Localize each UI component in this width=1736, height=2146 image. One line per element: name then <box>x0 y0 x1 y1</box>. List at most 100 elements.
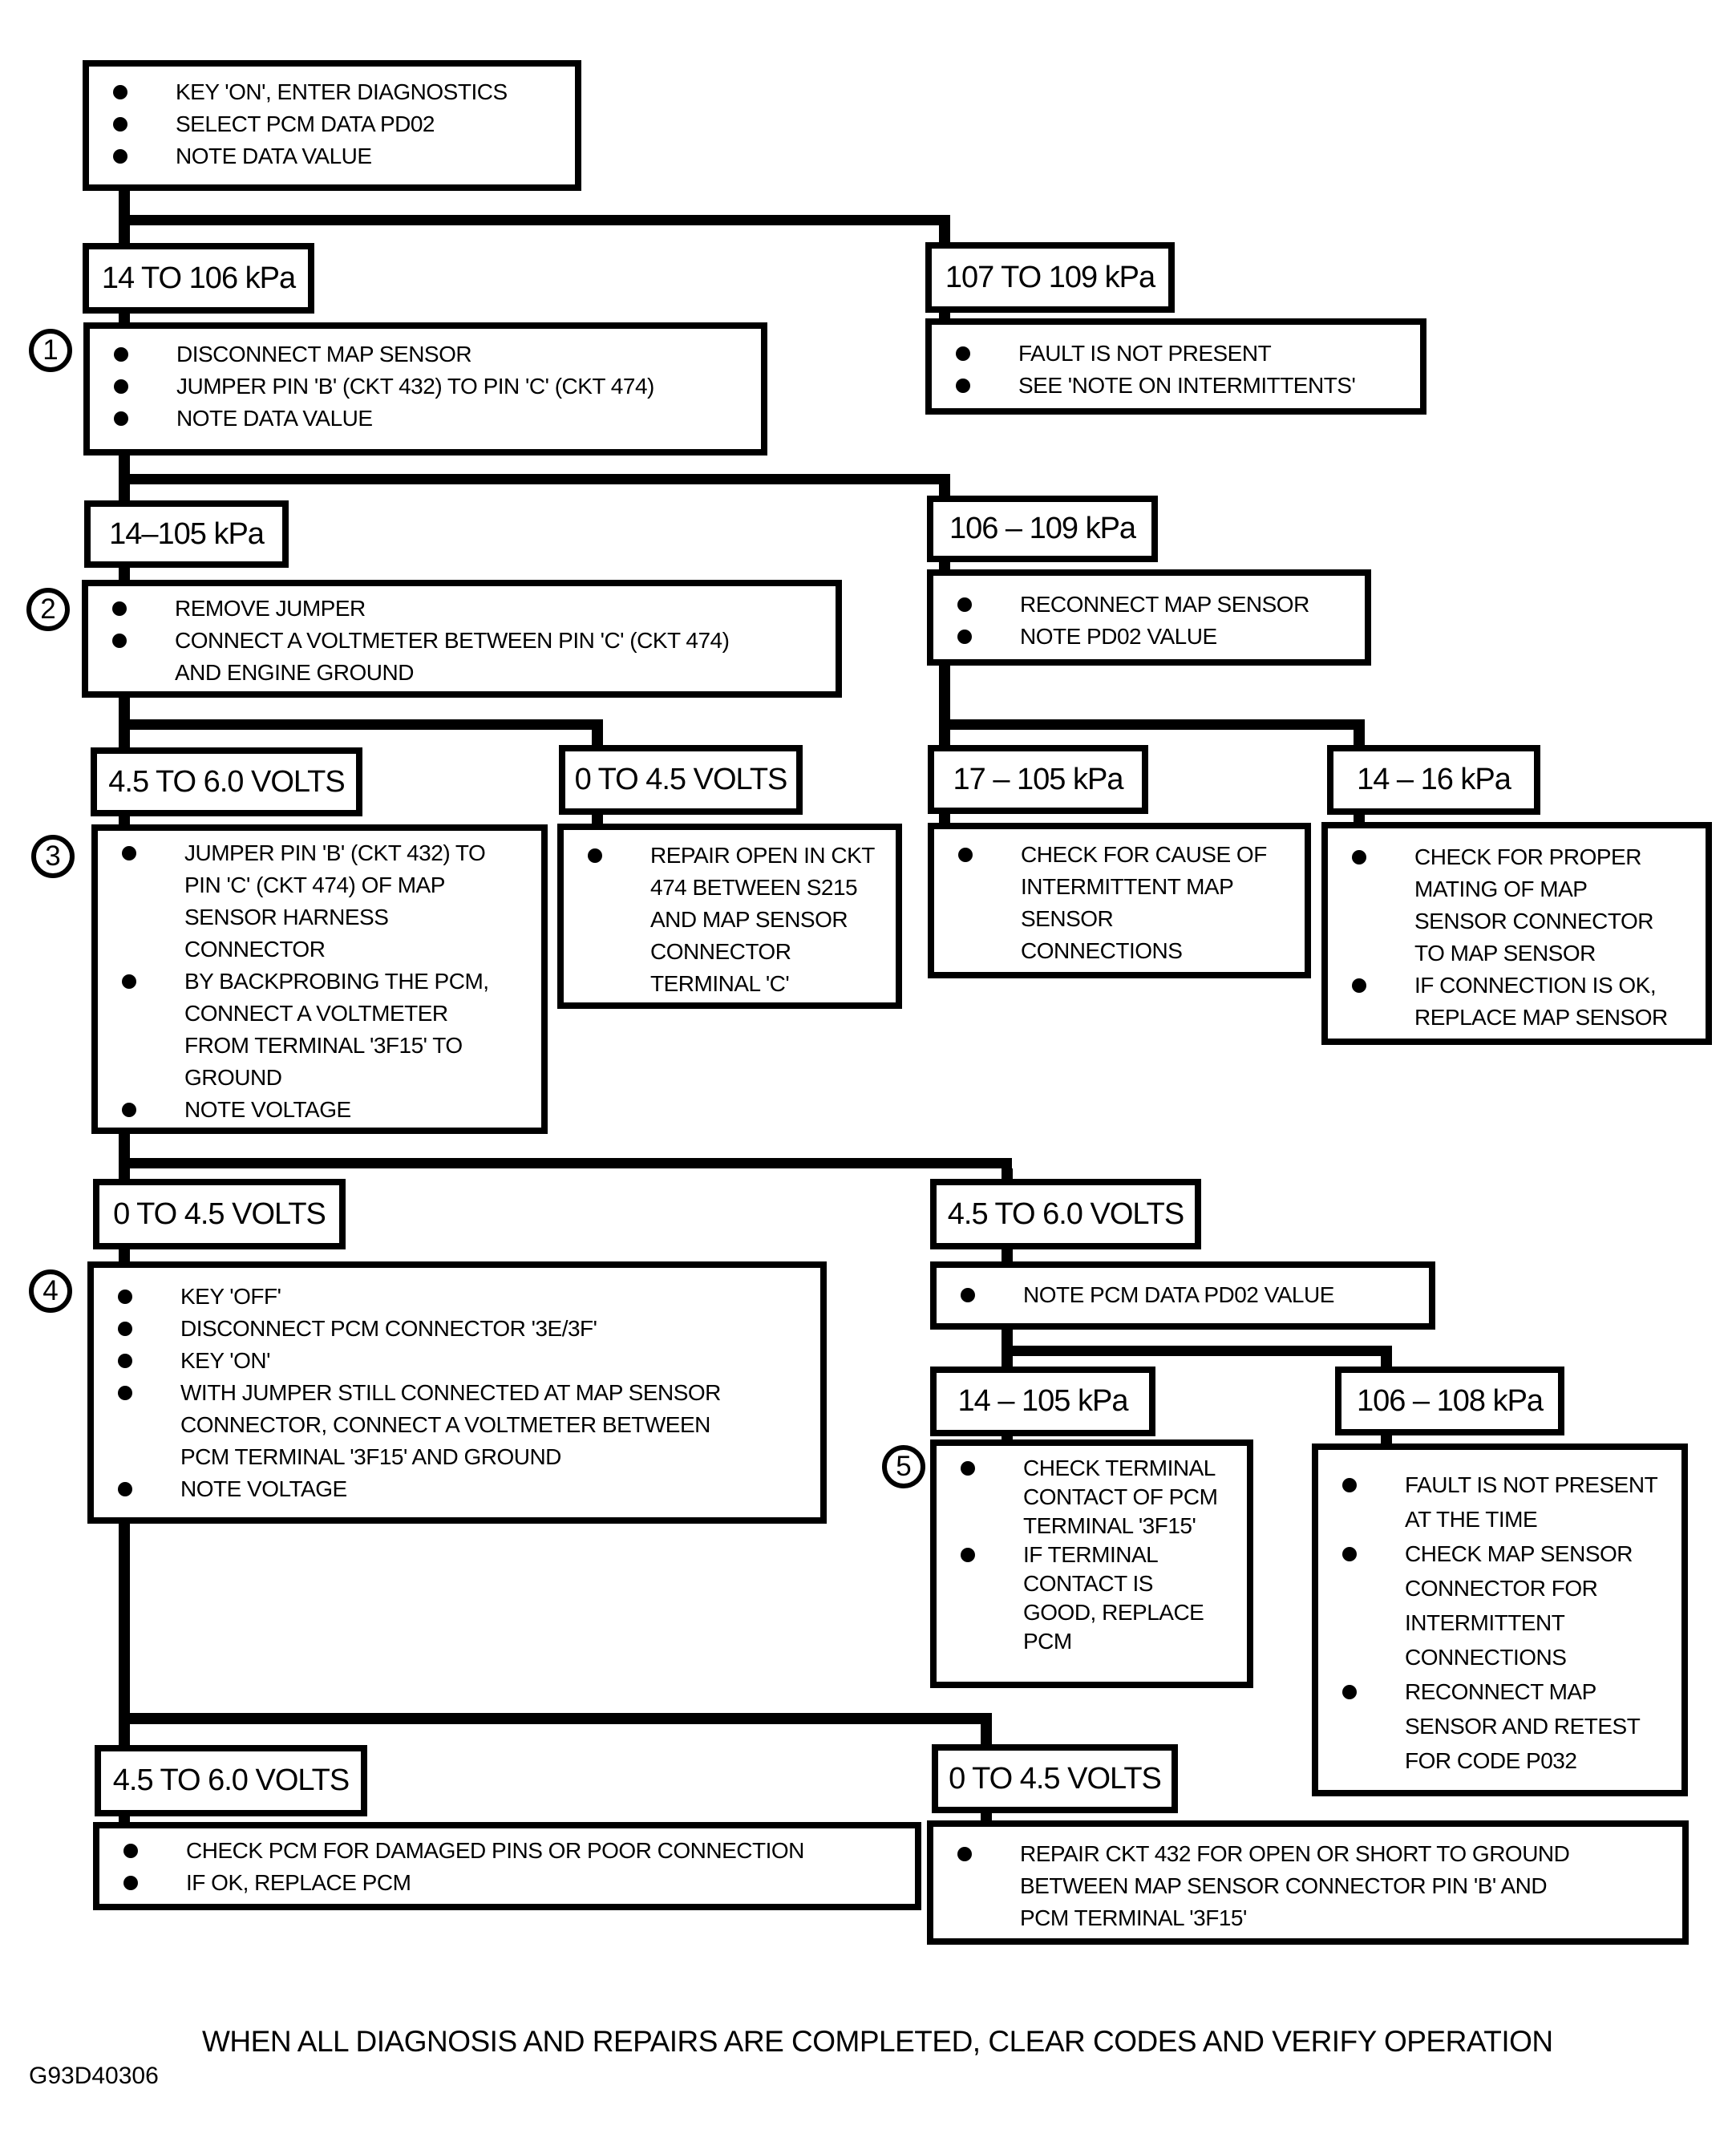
step-number-badge: 4 <box>29 1269 72 1313</box>
range-label-text: 0 TO 4.5 VOLTS <box>949 1761 1162 1796</box>
list-item: IF OK, REPLACE PCM <box>117 1867 907 1899</box>
figure-code: G93D40306 <box>29 2063 159 2089</box>
volts-label-0-45: 0 TO 4.5 VOLTS <box>559 745 803 815</box>
bullet-dot <box>107 403 176 426</box>
bullet-text: BY BACKPROBING THE PCM, CONNECT A VOLTME… <box>184 969 489 1090</box>
connector-line <box>119 191 130 218</box>
bullet-dot <box>951 621 1020 644</box>
bullet-text: CHECK FOR CAUSE OF INTERMITTENT MAP SENS… <box>1021 842 1267 963</box>
bullet-text: NOTE DATA VALUE <box>176 144 372 168</box>
list-item: RECONNECT MAP SENSOR AND RETEST FOR CODE… <box>1336 1674 1673 1778</box>
repair-open-ckt474-box: REPAIR OPEN IN CKT 474 BETWEEN S215 AND … <box>557 824 902 1009</box>
list-item: NOTE PD02 VALUE <box>951 621 1357 653</box>
step-number-badge: 5 <box>882 1445 925 1488</box>
step-number: 5 <box>896 1451 912 1482</box>
range-label-14-to-106: 14 TO 106 kPa <box>83 243 314 314</box>
step-number: 4 <box>42 1275 59 1306</box>
list-item: CONNECT A VOLTMETER BETWEEN PIN 'C' (CKT… <box>106 625 828 689</box>
bullet-text: REMOVE JUMPER <box>175 596 366 621</box>
list-item: IF TERMINAL CONTACT IS GOOD, REPLACE PCM <box>954 1541 1239 1656</box>
bullet-dot <box>1336 1468 1405 1492</box>
step-number: 2 <box>40 593 56 625</box>
bullet-dot <box>115 1094 184 1117</box>
bullet-text: NOTE DATA VALUE <box>176 406 373 431</box>
list-item: REPAIR OPEN IN CKT 474 BETWEEN S215 AND … <box>581 840 888 1000</box>
connector-line <box>1002 1168 1013 1180</box>
connector-line <box>1002 1346 1392 1356</box>
bullet-text: FAULT IS NOT PRESENT <box>1018 341 1272 366</box>
bullet-dot <box>952 839 1021 862</box>
bullet-text: NOTE PD02 VALUE <box>1020 624 1217 649</box>
connector-line <box>939 719 1365 730</box>
list-item: IF CONNECTION IS OK, REPLACE MAP SENSOR <box>1346 970 1698 1034</box>
bullet-dot <box>111 1281 180 1304</box>
connector-line <box>1002 1330 1013 1347</box>
range-label-text: 14 TO 106 kPa <box>101 261 296 295</box>
step-number-badge: 3 <box>31 835 75 878</box>
range-label-text: 14 – 16 kPa <box>1357 763 1511 796</box>
range-label-17-105: 17 – 105 kPa <box>928 745 1148 814</box>
bullet-text: IF OK, REPLACE PCM <box>186 1870 411 1895</box>
fault-not-present-at-time-box: FAULT IS NOT PRESENT AT THE TIME CHECK M… <box>1312 1443 1688 1796</box>
bullet-dot <box>117 1835 186 1858</box>
connector-line <box>981 1724 992 1746</box>
list-item: FAULT IS NOT PRESENT AT THE TIME <box>1336 1468 1673 1537</box>
bullet-dot <box>1336 1537 1405 1561</box>
bullet-text: SEE 'NOTE ON INTERMITTENTS' <box>1018 373 1356 398</box>
list-item: NOTE VOLTAGE <box>115 1094 533 1126</box>
connector-line <box>1381 1356 1392 1368</box>
range-label-text: 17 – 105 kPa <box>953 762 1124 796</box>
list-item: FAULT IS NOT PRESENT <box>949 338 1412 370</box>
repair-ckt432-box: REPAIR CKT 432 FOR OPEN OR SHORT TO GROU… <box>927 1820 1689 1945</box>
bullet-dot <box>111 1473 180 1496</box>
list-item: REMOVE JUMPER <box>106 593 828 625</box>
bullet-dot <box>111 1377 180 1400</box>
list-item: CHECK MAP SENSOR CONNECTOR FOR INTERMITT… <box>1336 1537 1673 1674</box>
bullet-dot <box>111 1313 180 1336</box>
volts-label-0-45: 0 TO 4.5 VOLTS <box>93 1179 346 1249</box>
bullet-text: CHECK PCM FOR DAMAGED PINS OR POOR CONNE… <box>186 1838 804 1863</box>
connector-line <box>119 1524 130 1715</box>
range-label-text: 107 TO 109 kPa <box>945 260 1155 294</box>
bullet-dot <box>106 593 175 616</box>
step-number-badge: 2 <box>26 588 70 631</box>
step-number: 3 <box>45 840 61 872</box>
step-number: 1 <box>42 334 59 366</box>
list-item: CHECK FOR CAUSE OF INTERMITTENT MAP SENS… <box>952 839 1297 967</box>
bullet-text: FAULT IS NOT PRESENT AT THE TIME <box>1405 1472 1658 1532</box>
list-item: NOTE DATA VALUE <box>107 403 753 435</box>
bullet-text: KEY 'OFF' <box>180 1284 281 1309</box>
start-box: KEY 'ON', ENTER DIAGNOSTICS SELECT PCM D… <box>83 60 581 191</box>
list-item: JUMPER PIN 'B' (CKT 432) TO PIN 'C' (CKT… <box>107 370 753 403</box>
bullet-text: NOTE VOLTAGE <box>184 1097 351 1122</box>
check-pcm-pins-box: CHECK PCM FOR DAMAGED PINS OR POOR CONNE… <box>93 1822 921 1910</box>
bullet-dot <box>954 1279 1023 1302</box>
bullet-dot <box>115 966 184 989</box>
connector-line <box>119 484 130 502</box>
list-item: NOTE PCM DATA PD02 VALUE <box>954 1279 1421 1311</box>
bullet-dot <box>107 108 176 132</box>
connector-line <box>592 730 603 747</box>
bullet-dot <box>107 338 176 362</box>
bullet-text: JUMPER PIN 'B' (CKT 432) TO PIN 'C' (CKT… <box>176 374 654 399</box>
step1-box: DISCONNECT MAP SENSOR JUMPER PIN 'B' (CK… <box>83 322 767 456</box>
range-label-14-105: 14 – 105 kPa <box>930 1367 1155 1436</box>
bullet-dot <box>106 625 175 648</box>
bullet-text: RECONNECT MAP SENSOR <box>1020 592 1309 617</box>
range-label-14-16: 14 – 16 kPa <box>1327 745 1540 815</box>
range-label-text: 4.5 TO 6.0 VOLTS <box>947 1196 1184 1231</box>
list-item: CHECK PCM FOR DAMAGED PINS OR POOR CONNE… <box>117 1835 907 1867</box>
bullet-text: CHECK MAP SENSOR CONNECTOR FOR INTERMITT… <box>1405 1541 1633 1670</box>
list-item: KEY 'OFF' <box>111 1281 812 1313</box>
connector-line <box>119 456 130 476</box>
bullet-dot <box>107 370 176 394</box>
range-label-text: 0 TO 4.5 VOLTS <box>574 763 788 796</box>
bullet-dot <box>1346 970 1414 993</box>
bullet-dot <box>951 1838 1020 1861</box>
range-label-106-109: 106 – 109 kPa <box>927 496 1158 562</box>
step5-box: CHECK TERMINAL CONTACT OF PCM TERMINAL '… <box>930 1439 1253 1688</box>
range-label-text: 4.5 TO 6.0 VOLTS <box>108 764 345 799</box>
bullet-dot <box>954 1454 1023 1476</box>
bullet-dot <box>1346 841 1414 864</box>
